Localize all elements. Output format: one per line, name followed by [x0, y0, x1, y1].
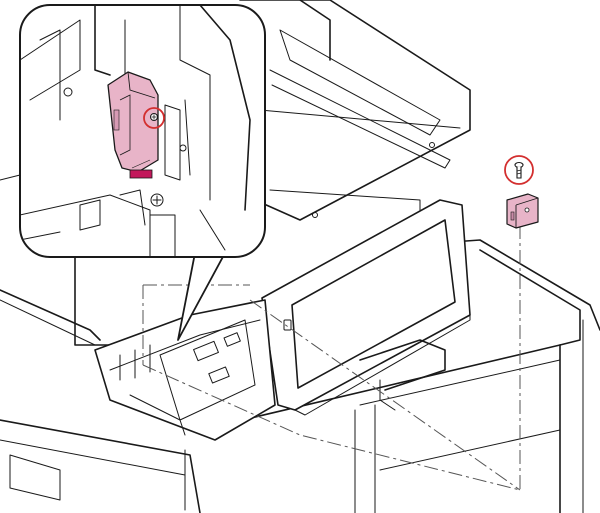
left-detail: [0, 174, 21, 201]
screw-icon: [514, 161, 524, 179]
bracket-icon: [506, 193, 539, 229]
front-left-drawer-top: [0, 419, 201, 513]
detail-boss-2: [179, 144, 187, 152]
tray-guide-bottom: [142, 364, 521, 491]
panel-arm: [359, 339, 446, 411]
detail-screw-callout-circle: [143, 107, 165, 129]
detail-screw-icon: [150, 113, 158, 121]
detail-latch: [119, 189, 146, 226]
pcb-chip-1: [193, 340, 219, 362]
scanner-bottom-edge: [269, 189, 421, 211]
detail-wall: [94, 6, 111, 76]
front-left-drawer-seam: [0, 439, 186, 476]
scanner-lid-edge: [299, 0, 331, 61]
detail-rail-left-2: [39, 29, 61, 121]
tray-inner-edge: [109, 319, 261, 371]
detail-rib-1: [164, 104, 181, 181]
panel-display[interactable]: [291, 219, 456, 389]
operation-panel[interactable]: [261, 199, 471, 416]
detail-rib-2: [184, 99, 191, 176]
removed-parts: [504, 155, 539, 229]
left-body-edge-2: [0, 299, 96, 346]
detail-screw-boss: [150, 193, 164, 207]
tray-guide-diagonal: [249, 299, 521, 491]
control-board-tray: [94, 299, 276, 441]
drawer-line: [379, 429, 561, 471]
detail-frame-edge: [199, 6, 251, 211]
panel-home-key[interactable]: [283, 319, 292, 331]
detail-column: [149, 214, 176, 256]
detail-brace: [199, 209, 226, 251]
pcb-board: [159, 319, 256, 421]
detail-boss-1: [63, 87, 73, 97]
scanner-seam: [259, 109, 461, 129]
left-panel-edge: [74, 254, 111, 346]
panel-base-edge: [294, 314, 471, 416]
screw-hole-1: [312, 212, 318, 218]
tray-ribs: [119, 344, 151, 381]
body-front-seam: [359, 359, 561, 406]
detail-frame-right: [179, 6, 211, 201]
tray-front-rib: [129, 394, 186, 436]
detail-interior: [21, 6, 251, 256]
callout-join: [192, 250, 228, 256]
pcb-chip-3: [223, 332, 241, 347]
drawer-handle: [9, 454, 61, 501]
document-tray: [279, 29, 441, 136]
detail-base-plate: [21, 194, 151, 256]
detail-lower-edge: [21, 231, 61, 241]
detail-connector: [79, 199, 101, 231]
left-body-edge: [0, 289, 101, 341]
detail-callout: [19, 4, 266, 341]
detail-rail-left: [21, 19, 81, 101]
detail-screw-cross: [152, 195, 162, 205]
bracket-in-place-icon: [107, 71, 159, 179]
screw-hole-2: [429, 142, 435, 148]
connector-highlight: [129, 169, 153, 179]
scanner-top-outline: [239, 0, 471, 221]
pcb-chip-2: [208, 366, 230, 384]
arm-bracket: [359, 339, 446, 391]
arm-support: [379, 379, 396, 411]
body-top-right-inner: [479, 249, 581, 346]
tray-lower-edge: [269, 69, 451, 169]
screw-callout-circle: [504, 155, 534, 185]
callout-pointer: [177, 252, 226, 341]
